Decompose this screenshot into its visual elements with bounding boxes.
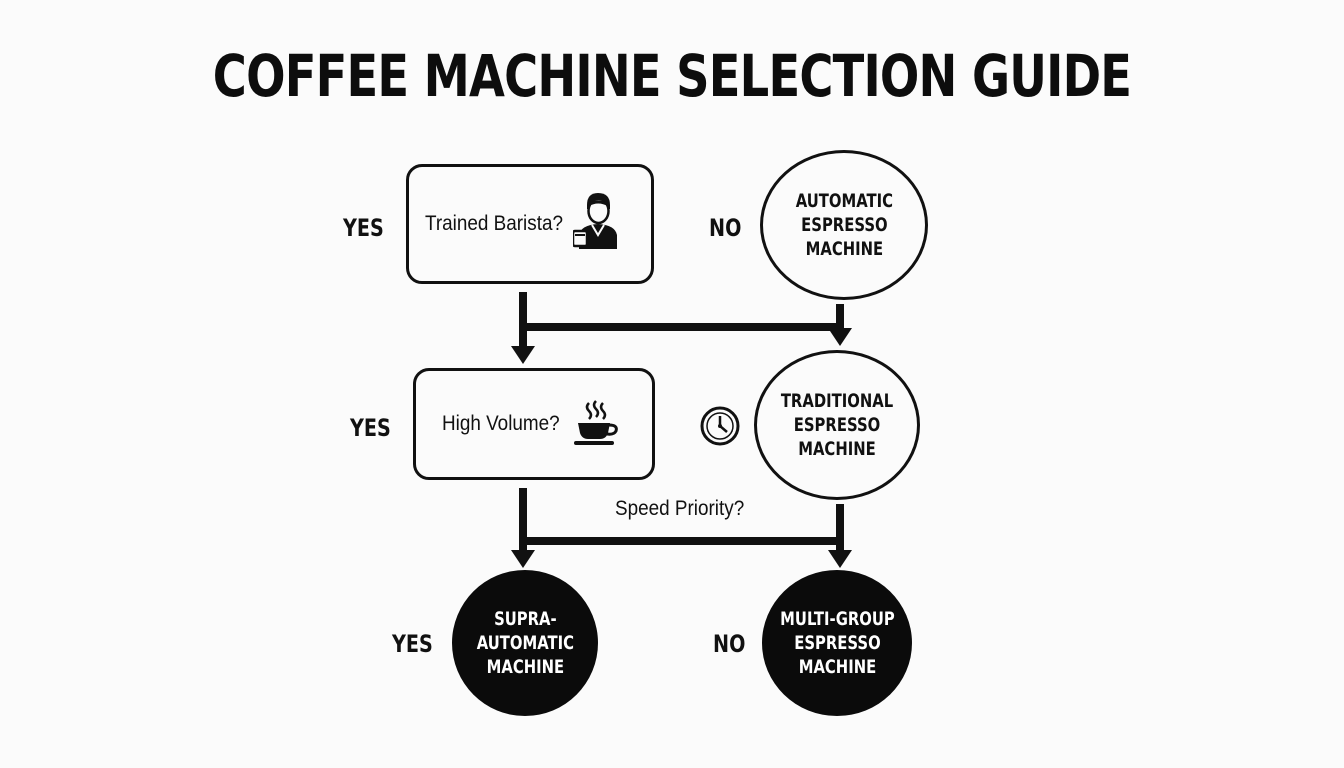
coffee-cup-icon xyxy=(574,400,618,445)
automatic-espresso-machine-node: AUTOMATIC ESPRESSO MACHINE xyxy=(760,150,928,300)
row2-yes-label: YES xyxy=(350,414,391,442)
diagram-title: COFFEE MACHINE SELECTION GUIDE xyxy=(212,42,1132,110)
automatic-espresso-machine-label: AUTOMATIC ESPRESSO MACHINE xyxy=(795,190,893,260)
arrow-to-volume xyxy=(511,346,535,364)
arrow-to-traditional xyxy=(828,328,852,346)
high-volume-box: High Volume? xyxy=(413,368,655,480)
row1-no-label: NO xyxy=(709,214,742,242)
trained-barista-box: Trained Barista? xyxy=(406,164,654,284)
barista-icon xyxy=(573,193,617,249)
traditional-espresso-machine-node: TRADITIONAL ESPRESSO MACHINE xyxy=(754,350,920,500)
traditional-espresso-machine-label: TRADITIONAL ESPRESSO MACHINE xyxy=(780,390,894,460)
row3-no-label: NO xyxy=(713,630,746,658)
high-volume-question: High Volume? xyxy=(442,412,560,435)
row3-yes-label: YES xyxy=(392,630,433,658)
trained-barista-question: Trained Barista? xyxy=(425,212,563,235)
multi-group-espresso-machine-node: MULTI-GROUP ESPRESSO MACHINE xyxy=(762,570,912,716)
arrow-to-multigroup xyxy=(828,550,852,568)
clock-icon xyxy=(700,406,740,446)
speed-priority-label: Speed Priority? xyxy=(615,497,745,520)
supra-automatic-machine-node: SUPRA- AUTOMATIC MACHINE xyxy=(452,570,598,716)
row1-yes-label: YES xyxy=(343,214,384,242)
multi-group-espresso-machine-label: MULTI-GROUP ESPRESSO MACHINE xyxy=(779,608,895,678)
supra-automatic-machine-label: SUPRA- AUTOMATIC MACHINE xyxy=(476,608,574,678)
arrow-to-supra xyxy=(511,550,535,568)
